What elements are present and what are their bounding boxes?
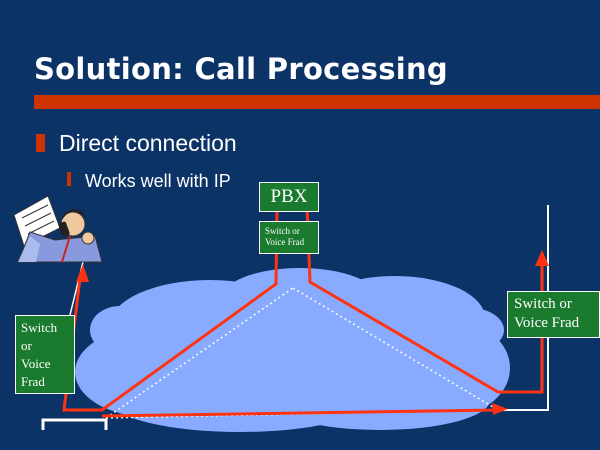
switch-top-line-1: Switch or <box>265 226 300 236</box>
switch-left-line-3: Voice <box>21 356 51 371</box>
arrowhead-left-icon <box>76 264 89 282</box>
arrowhead-right-icon <box>535 250 549 266</box>
bullet-1-text: Direct connection <box>59 130 237 156</box>
bullet-2-marker <box>67 172 71 186</box>
switch-left-line-2: or <box>21 338 32 353</box>
switch-left-line-4: Frad <box>21 374 45 389</box>
switch-right-node: Switch or Voice Frad <box>507 291 600 338</box>
switch-top-node: Switch or Voice Frad <box>259 221 319 254</box>
network-cloud <box>75 268 510 432</box>
bullet-2-text: Works well with IP <box>85 171 231 191</box>
switch-left-node: Switch or Voice Frad <box>15 315 75 394</box>
bullet-1-marker <box>36 134 45 152</box>
title-rule <box>34 95 600 109</box>
pbx-node: PBX <box>259 182 319 212</box>
slide-title: Solution: Call Processing <box>34 52 448 86</box>
switch-top-line-2: Voice Frad <box>265 237 305 247</box>
person-on-phone-clipart-icon <box>13 195 103 263</box>
arrowheads <box>76 250 549 415</box>
switch-right-line-1: Switch or <box>514 296 572 312</box>
switch-right-line-2: Voice Frad <box>514 315 580 331</box>
arrowhead-bottom-icon <box>492 403 508 415</box>
switch-left-line-1: Switch <box>21 320 58 335</box>
